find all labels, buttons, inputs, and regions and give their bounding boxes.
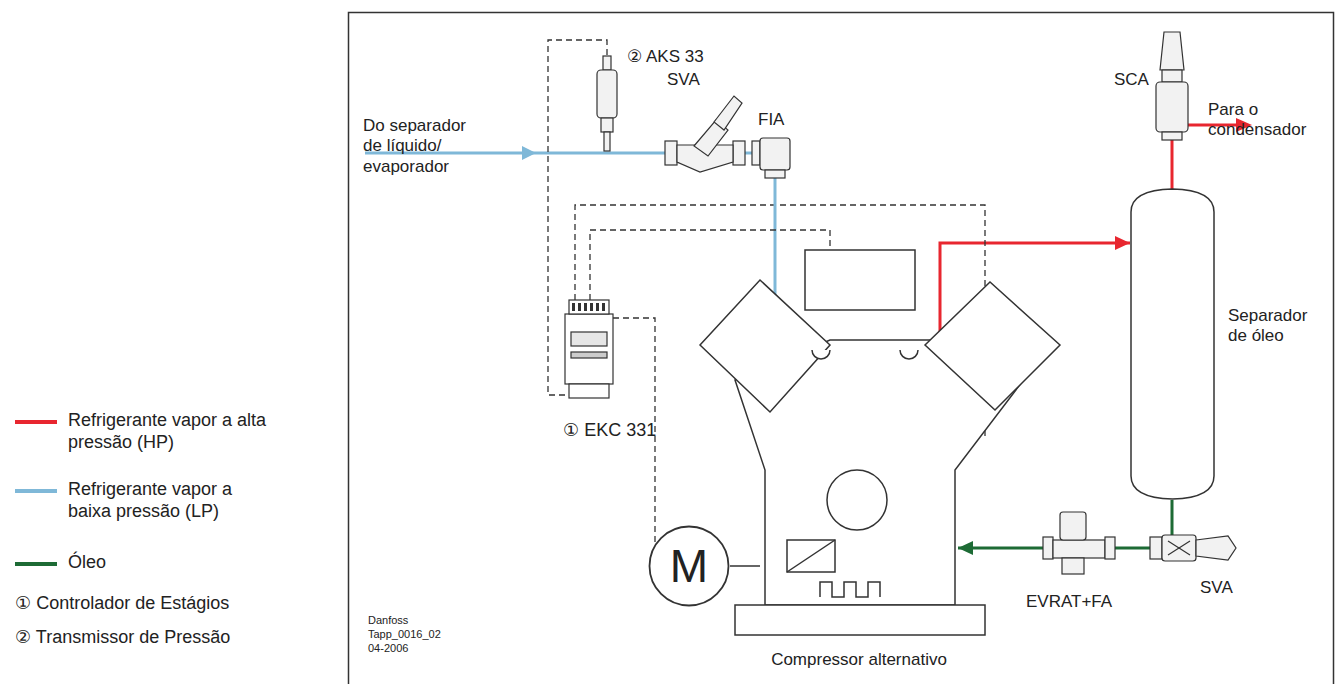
arrow-head: [958, 541, 973, 555]
legend-text: Refrigerante vapor a baixa pressão (LP): [68, 479, 268, 522]
drawing-note: Danfoss: [368, 614, 408, 627]
part-name: EVRAT+FA: [1026, 592, 1112, 612]
drawing-note: Tapp_0016_02: [368, 628, 441, 641]
part-name: SVA: [667, 70, 700, 90]
vessel-shell: [1131, 189, 1214, 499]
legend-text: Óleo: [68, 552, 268, 574]
module-part: [569, 384, 609, 398]
part-name: FIA: [758, 110, 784, 130]
terminal: [584, 303, 587, 311]
part-name: SVA: [1200, 578, 1233, 598]
oil-separator: Separador de óleo: [1130, 188, 1215, 500]
connector-line: [730, 565, 760, 567]
callout-key: ① Controlador de Estágios: [15, 593, 229, 615]
arrow-head: [1115, 236, 1130, 250]
legend-swatch: [15, 420, 57, 424]
terminal: [590, 303, 593, 311]
callout-key: ② Transmissor de Pressão: [15, 627, 230, 649]
check-valve: [1156, 32, 1188, 140]
module-part: [569, 300, 609, 314]
module-part: [571, 332, 607, 346]
node-text: ① EKC 331: [563, 420, 656, 442]
module-part: [571, 352, 607, 358]
flow-note: Do separador de líquido/ evaporador: [363, 116, 488, 177]
frame: [349, 13, 1334, 684]
part-name: SCA: [1114, 70, 1149, 90]
terminal: [602, 303, 605, 311]
flow-note: Para o condensador: [1208, 100, 1328, 141]
legend-swatch: [15, 562, 57, 566]
controller-module: [565, 300, 613, 398]
callout-label: ② AKS 33: [627, 47, 704, 67]
terminal: [572, 303, 575, 311]
suction-line: [365, 153, 775, 322]
stage-controller: ① EKC 331: [565, 300, 613, 398]
node-text: Compressor alternativo: [771, 650, 947, 670]
compressor: Compressor alternativo: [760, 440, 958, 684]
legend-text: Refrigerante vapor a alta pressão (HP): [68, 410, 268, 453]
compressor-body: [700, 250, 1060, 635]
node-text: Separador de óleo: [1228, 306, 1323, 347]
flow-connector: [730, 566, 760, 567]
filter: [752, 138, 790, 178]
drawing-note: 04-2006: [368, 642, 408, 655]
module-part: [565, 314, 613, 384]
motor-symbol: M: [648, 525, 730, 607]
terminal: [578, 303, 581, 311]
terminal: [596, 303, 599, 311]
legend-swatch: [15, 489, 57, 493]
vessel-outline: [1130, 188, 1215, 500]
oil-valves: [1043, 512, 1236, 574]
stop-valve: [665, 96, 745, 172]
pressure-transmitter: [597, 56, 617, 151]
node-text: M: [648, 525, 730, 607]
flow-arrow: [522, 146, 536, 160]
